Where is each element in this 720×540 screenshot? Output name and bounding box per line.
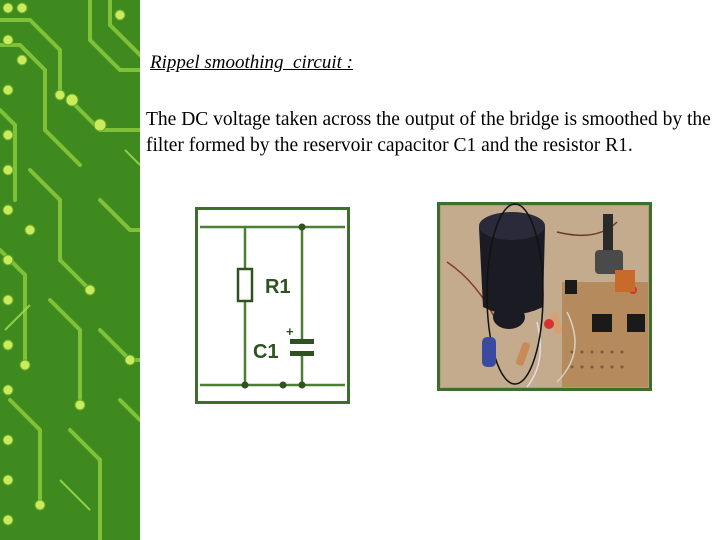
junction-dot <box>279 381 287 389</box>
schematic-frame <box>195 207 350 404</box>
capacitor-top-plate <box>290 339 314 344</box>
resistor-label: R1 <box>265 276 291 298</box>
junction-dot <box>298 381 306 389</box>
rc-filter-schematic: R1 C1 + <box>195 207 350 404</box>
junction-dot <box>241 381 249 389</box>
resistor-symbol <box>236 267 254 303</box>
pcb-sidebar-decoration <box>0 0 140 540</box>
capacitor-label: C1 <box>253 341 279 363</box>
junction-dot <box>298 223 306 231</box>
circuit-board-photo <box>437 202 652 391</box>
polarity-mark: + <box>286 324 294 339</box>
highlight-ellipse <box>486 203 544 385</box>
slide-heading: Rippel smoothing circuit : <box>150 52 353 73</box>
capacitor-bottom-plate <box>290 351 314 356</box>
slide-paragraph: The DC voltage taken across the output o… <box>146 109 711 156</box>
